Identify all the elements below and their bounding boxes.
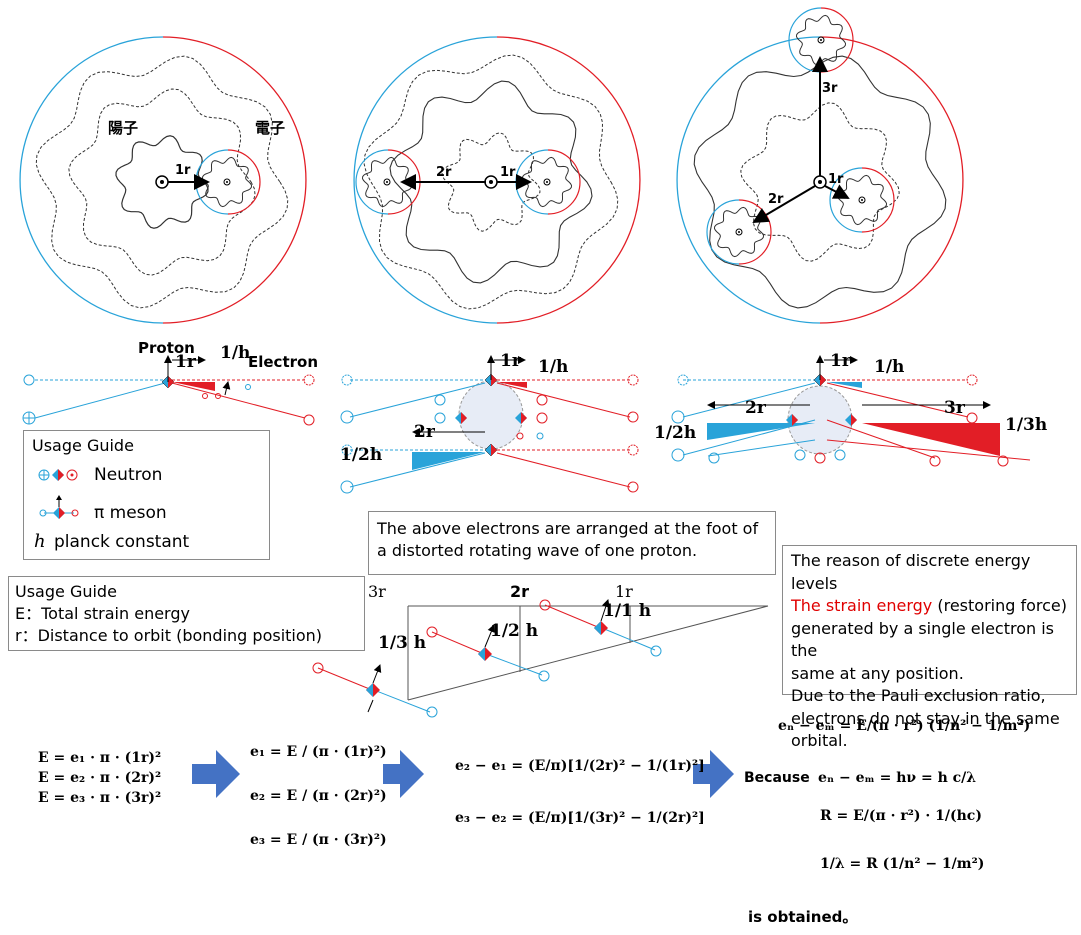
reason-line-7: orbital.: [791, 731, 848, 750]
r1-bond-label-2: 1r: [500, 351, 522, 371]
wedge-3r: 3r: [368, 582, 386, 601]
panel-1-atom: [19, 36, 307, 324]
reason-line-6: electrons do not stay in the same: [791, 708, 1060, 728]
flow-arrow-1: [192, 750, 240, 798]
reason-line-1: The reason of discrete energy levels: [791, 551, 1031, 593]
proton-jp-label: 陽子: [108, 119, 138, 137]
r1-bond-label-3: 1r: [830, 351, 852, 371]
wedge-h2: 1/2 h: [490, 621, 538, 641]
r1-label-p3: 1r: [828, 172, 844, 187]
foot-note-line-2: a distorted rotating wave of one proton.: [377, 541, 698, 560]
eq-en-em: eₙ − eₘ = E/(π · r²) (1/n² − 1/m²): [778, 718, 1031, 734]
wedge-diagram: [312, 599, 769, 718]
r2-bond-label-2: 2r: [414, 422, 436, 442]
inner-dashed-wave: [68, 88, 256, 276]
h-fraction-3: 1/h: [874, 357, 904, 377]
usage-guide-variables: Usage Guide E：Total strain energy r：Dist…: [8, 576, 365, 651]
eq-diff-21: e₂ − e₁ = (E/π)[1/(2r)² − 1/(1r)²]: [455, 758, 705, 774]
bond-diagram-3: [671, 355, 1031, 467]
orbit-blue-arc: [19, 36, 164, 324]
pi-meson-icon: [39, 495, 79, 519]
reason-box: The reason of discrete energy levels The…: [782, 545, 1077, 750]
proton-wave: [115, 135, 209, 229]
usage-guide-title: Usage Guide: [32, 436, 134, 455]
electron-jp-label: 電子: [255, 119, 285, 137]
obtained-label: is obtained。: [748, 908, 858, 926]
wedge-1r: 1r: [615, 582, 633, 601]
r1-label-p1: 1r: [175, 163, 191, 178]
eq-because: eₙ − eₘ = hν = h c/λ: [818, 770, 977, 786]
r3-bond-label-3: 3r: [944, 398, 966, 418]
h-fraction-1: 1/h: [220, 343, 250, 363]
panel-3-atom: [676, 7, 964, 324]
because-label: Because: [744, 770, 810, 786]
proton-label: Proton: [138, 339, 195, 357]
r2-label-p3: 2r: [768, 192, 784, 207]
bond-diagram-2: [340, 355, 639, 494]
wedge-2r: 2r: [510, 582, 529, 601]
reason-line-3: generated by a single electron is the: [791, 618, 1055, 661]
eq-E2: E = e₂ · π · (2r)²: [38, 770, 162, 786]
outer-dashed-wave: [35, 55, 289, 309]
h3-fraction-3: 1/3h: [1005, 415, 1047, 435]
strain-energy-highlight: The strain energy: [791, 596, 933, 615]
eq-R: R = E/(π · r²) · 1/(hc): [820, 808, 982, 824]
eq-diff-32: e₃ − e₂ = (E/π)[1/(3r)² − 1/(2r)²]: [455, 810, 705, 826]
flow-arrow-3: [693, 750, 734, 798]
h-fraction-2: 1/h: [538, 357, 568, 377]
r1-bond-label: 1r: [175, 352, 197, 372]
eq-lambda: 1/λ = R (1/n² − 1/m²): [820, 856, 985, 872]
wedge-h1: 1/1 h: [603, 601, 651, 621]
panel-2-atom: [353, 36, 641, 324]
wedge-h3: 1/3 h: [378, 633, 426, 653]
equations-col-3: e₂ − e₁ = (E/π)[1/(2r)² − 1/(1r)²] e₃ − …: [455, 740, 705, 844]
eq-e3: e₃ = E / (π · (3r)²): [250, 832, 387, 848]
eq-e1: e₁ = E / (π · (1r)²): [250, 744, 387, 760]
equations-col-2: e₁ = E / (π · (1r)²) e₂ = E / (π · (2r)²…: [250, 730, 387, 862]
reason-line-4: same at any position.: [791, 663, 964, 683]
h2-fraction-3: 1/2h: [654, 423, 696, 443]
usage-guide-2-title: Usage Guide: [15, 582, 117, 601]
eq-E3: E = e₃ · π · (3r)²: [38, 790, 162, 806]
orbit-red-arc: [162, 36, 307, 324]
r1-label-p2: 1r: [500, 165, 516, 180]
usage-guide-E: E：Total strain energy: [15, 604, 190, 623]
r2-bond-label-3: 2r: [745, 398, 767, 418]
r2-label-p2: 2r: [436, 165, 452, 180]
bond-diagram-1: [22, 355, 315, 426]
eq-e2: e₂ = E / (π · (2r)²): [250, 788, 387, 804]
reason-line-5: Due to the Pauli exclusion ratio,: [791, 686, 1046, 705]
r3-label-p3: 3r: [822, 81, 838, 96]
usage-guide-legend: Usage Guide Neutron π meson h planck con…: [23, 430, 270, 560]
usage-guide-r: r：Distance to orbit (bonding position): [15, 626, 323, 645]
electron-label: Electron: [248, 353, 318, 371]
foot-note-box: The above electrons are arranged at the …: [368, 511, 776, 575]
h2-fraction-2: 1/2h: [340, 445, 382, 465]
flow-arrow-2: [383, 750, 424, 798]
foot-note-line-1: The above electrons are arranged at the …: [377, 519, 759, 538]
eq-E1: E = e₁ · π · (1r)²: [38, 750, 162, 766]
reason-line-2-rest: (restoring force): [932, 596, 1067, 615]
pi-meson-label: π meson: [94, 503, 167, 523]
neutron-label: Neutron: [94, 465, 163, 485]
planck-symbol: h: [34, 531, 46, 552]
neutron-icon: [38, 469, 78, 481]
reason-line-2: The strain energy (restoring force): [791, 595, 1068, 618]
equations-col-1: E = e₁ · π · (1r)² E = e₂ · π · (2r)² E …: [38, 748, 161, 808]
planck-label: planck constant: [54, 532, 190, 552]
